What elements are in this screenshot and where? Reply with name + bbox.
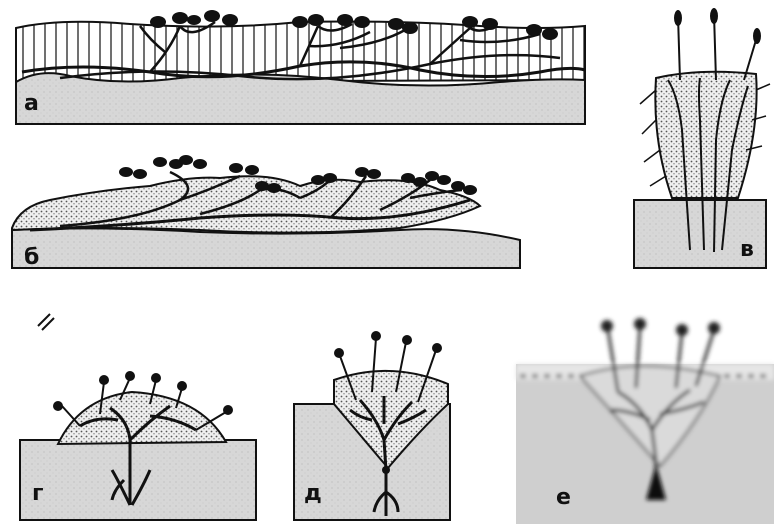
stray-mark — [38, 314, 54, 330]
panel-v: в — [634, 8, 770, 268]
panel-d-label: д — [304, 481, 322, 506]
panel-b-label: б — [24, 245, 39, 270]
panel-a: а — [16, 10, 585, 124]
panel-b: б — [12, 155, 520, 270]
panel-a-label: а — [24, 91, 39, 116]
panel-g-label: г — [32, 481, 44, 506]
panel-e: е — [516, 318, 774, 524]
panel-g: г — [20, 371, 256, 520]
panel-d: д — [294, 331, 450, 520]
panel-v-label: в — [740, 237, 754, 262]
panel-e-label: е — [556, 485, 571, 510]
